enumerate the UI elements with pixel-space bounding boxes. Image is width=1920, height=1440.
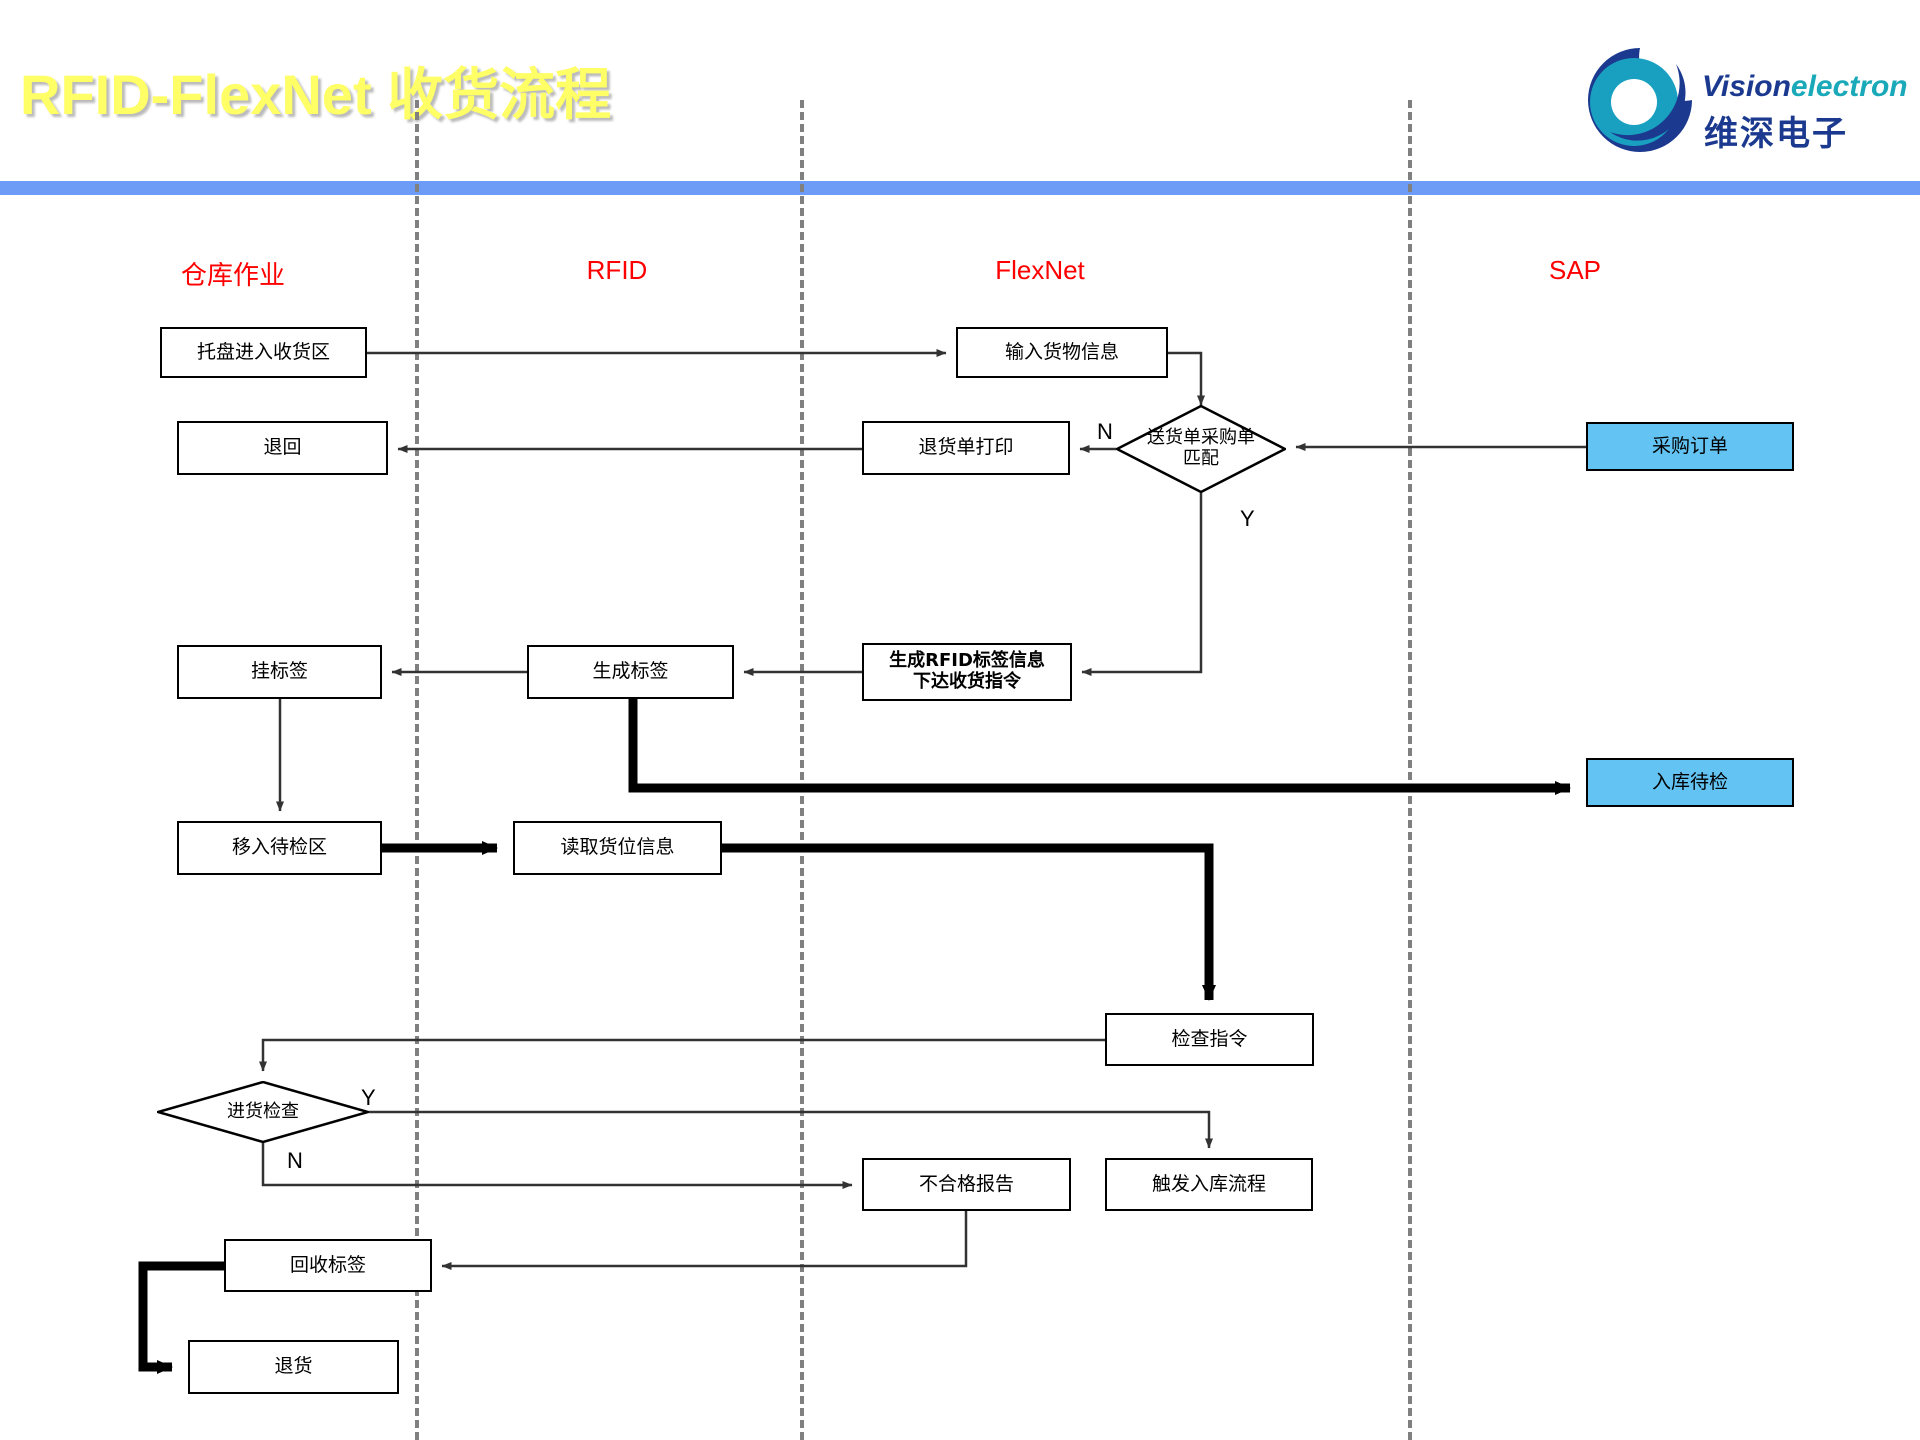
node-label-move-to-zone: 移入待检区 — [231, 836, 327, 859]
node-label-generate-tag: 生成标签 — [592, 660, 669, 683]
node-move-to-zone[interactable]: 移入待检区 — [177, 821, 382, 875]
lane-divider-2 — [1408, 100, 1412, 1440]
page-title: RFID-FlexNet 收货流程 — [20, 50, 611, 131]
node-await-inspection[interactable]: 入库待检 — [1586, 758, 1794, 807]
node-label-hang-tag: 挂标签 — [250, 660, 308, 683]
wire-check-yes-to-trigger — [369, 1110, 1213, 1149]
node-label-return-slip-print: 退货单打印 — [918, 436, 1014, 459]
node-goods-return[interactable]: 退货 — [188, 1340, 399, 1394]
node-hang-tag[interactable]: 挂标签 — [177, 645, 382, 699]
branch-label-check-yes: Y — [361, 1085, 376, 1110]
wire-match-yes-to-genrfid — [1081, 493, 1203, 676]
node-label-pallet-enter: 托盘进入收货区 — [196, 340, 330, 363]
wire-read-to-inspectcmd-thick — [722, 843, 1216, 1001]
wire-check-no-to-reject — [261, 1143, 853, 1189]
node-label-goods-return: 退货 — [274, 1355, 313, 1378]
node-match-check[interactable]: 送货单采购单 匹配 — [1116, 405, 1286, 493]
node-label-inspect-command: 检查指令 — [1171, 1027, 1248, 1050]
lane-header-sap: SAP — [1548, 255, 1602, 285]
wire-inspectcmd-to-check — [259, 1038, 1105, 1072]
node-label-await-inspection: 入库待检 — [1651, 770, 1728, 793]
lane-divider-0 — [415, 100, 419, 1440]
lane-header-flexnet: FlexNet — [995, 255, 1085, 285]
node-label-recycle-tag: 回收标签 — [289, 1253, 366, 1276]
logo-swirl-icon — [1588, 48, 1692, 152]
logo-wordmark-part2: electron — [1790, 70, 1908, 103]
node-label-reject-report: 不合格报告 — [918, 1172, 1014, 1195]
wire-reject-to-recycle — [441, 1211, 968, 1270]
node-label-input-goods: 输入货物信息 — [1004, 340, 1119, 363]
node-read-location[interactable]: 读取货位信息 — [513, 821, 722, 875]
node-label-gen-rfid-info: 生成RFID标签信息 下达收货指令 — [889, 650, 1045, 692]
lane-header-rfid: RFID — [586, 255, 648, 285]
lane-header-warehouse: 仓库作业 — [180, 261, 285, 291]
diamond-shape-icon — [1116, 405, 1286, 493]
logo-wordmark-cn: 维深电子 — [1704, 114, 1848, 154]
wire-input-to-match — [1168, 351, 1205, 406]
node-inspect-command[interactable]: 检查指令 — [1105, 1013, 1314, 1066]
node-label-return: 退回 — [263, 436, 302, 459]
page-title-en: RFID-FlexNet — [20, 63, 388, 126]
node-pallet-enter[interactable]: 托盘进入收货区 — [160, 327, 367, 378]
node-recycle-tag[interactable]: 回收标签 — [224, 1239, 432, 1292]
diamond-shape-icon — [157, 1081, 369, 1143]
node-purchase-order[interactable]: 采购订单 — [1586, 422, 1794, 471]
lane-divider-1 — [800, 100, 804, 1440]
node-trigger-inbound[interactable]: 触发入库流程 — [1105, 1158, 1313, 1211]
header-divider-bar — [0, 181, 1920, 195]
page-title-cn: 收货流程 — [387, 63, 612, 128]
node-input-goods[interactable]: 输入货物信息 — [956, 327, 1168, 378]
logo-wordmark-part1: Vision — [1702, 70, 1791, 103]
branch-label-check-no: N — [287, 1148, 303, 1173]
company-logo: Visionelectron 维深电子 — [1580, 40, 1910, 160]
node-return[interactable]: 退回 — [177, 421, 388, 475]
node-generate-tag[interactable]: 生成标签 — [527, 645, 734, 699]
node-label-read-location: 读取货位信息 — [560, 836, 675, 859]
node-reject-report[interactable]: 不合格报告 — [862, 1158, 1071, 1211]
branch-label-match-yes: Y — [1240, 506, 1255, 531]
wire-gentag-to-await-thick — [628, 699, 1571, 795]
node-label-trigger-inbound: 触发入库流程 — [1151, 1172, 1266, 1195]
logo-wordmark: Visionelectron — [1702, 70, 1908, 104]
node-incoming-check[interactable]: 进货检查 — [157, 1081, 369, 1143]
node-return-slip-print[interactable]: 退货单打印 — [862, 421, 1070, 475]
branch-label-match-no: N — [1097, 419, 1113, 444]
node-label-purchase-order: 采购订单 — [1651, 434, 1728, 457]
node-gen-rfid-info[interactable]: 生成RFID标签信息 下达收货指令 — [862, 643, 1072, 701]
